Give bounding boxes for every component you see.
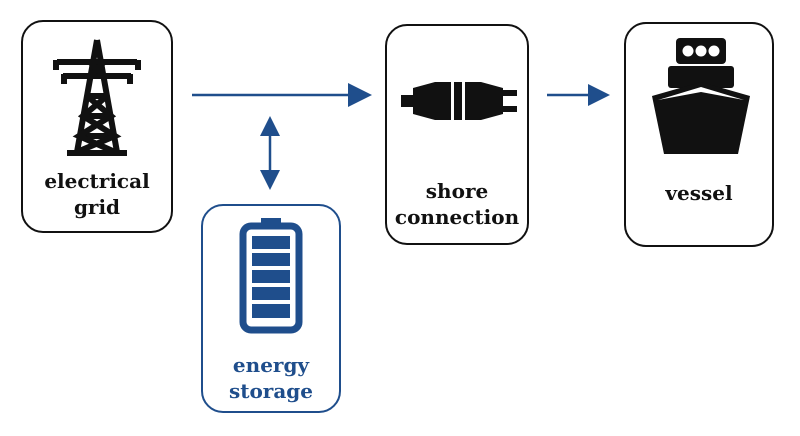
arrow-grid-storage-bidirectional	[260, 116, 280, 190]
ship-icon	[652, 38, 750, 154]
power-pylon-icon	[53, 39, 141, 156]
energy-storage-node: energy storage	[201, 204, 341, 413]
arrow-shore-to-vessel	[547, 84, 610, 106]
node-label-connection: connection	[394, 205, 520, 229]
electrical-grid-node: electrical grid	[21, 20, 173, 233]
node-label-electrical: electrical	[44, 169, 150, 193]
arrow-grid-to-shore	[192, 83, 372, 107]
shore-connection-node: shore connection	[385, 24, 529, 245]
plug-socket-icon	[401, 82, 517, 120]
battery-icon	[239, 218, 303, 334]
node-label-grid: grid	[73, 195, 121, 219]
node-label-energy: energy	[232, 353, 310, 377]
node-label-vessel: vessel	[665, 181, 733, 205]
vessel-node: vessel	[624, 22, 774, 247]
node-label-shore: shore	[425, 179, 489, 203]
node-label-storage: storage	[228, 379, 314, 403]
